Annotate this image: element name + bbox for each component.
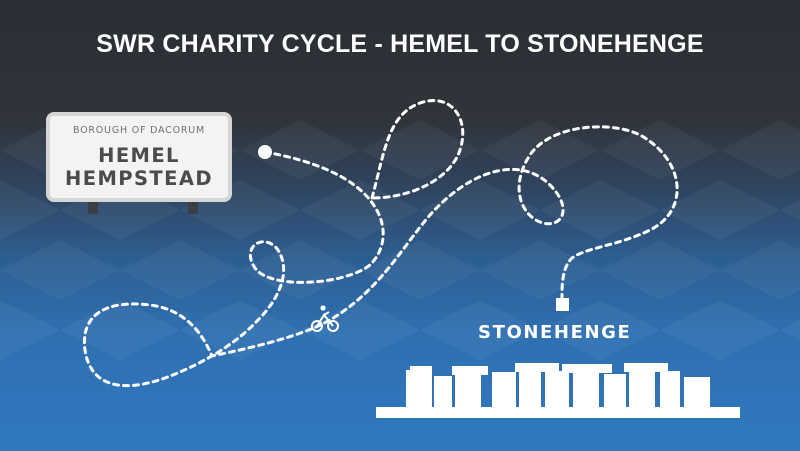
dotted-route-path: [82, 125, 679, 387]
destination-label: STONEHENGE: [478, 322, 632, 343]
sign-post-right: [188, 202, 198, 214]
sign-post-left: [88, 202, 98, 214]
page-title: SWR CHARITY CYCLE - HEMEL TO STONEHENGE: [96, 30, 704, 58]
sign-town-line-2: HEMPSTEAD: [65, 167, 213, 190]
dotted-route-loop: [370, 99, 465, 200]
sign-town-name: HEMEL HEMPSTEAD: [50, 144, 228, 190]
cyclist-icon: [311, 305, 339, 332]
town-sign: BOROUGH OF DACORUM HEMEL HEMPSTEAD: [46, 112, 232, 202]
finish-square-icon: [556, 298, 569, 311]
stonehenge-monument-icon: [376, 363, 740, 418]
sign-town-line-1: HEMEL: [98, 144, 180, 167]
start-dot-icon: [258, 145, 272, 159]
sign-borough-text: BOROUGH OF DACORUM: [72, 125, 206, 136]
